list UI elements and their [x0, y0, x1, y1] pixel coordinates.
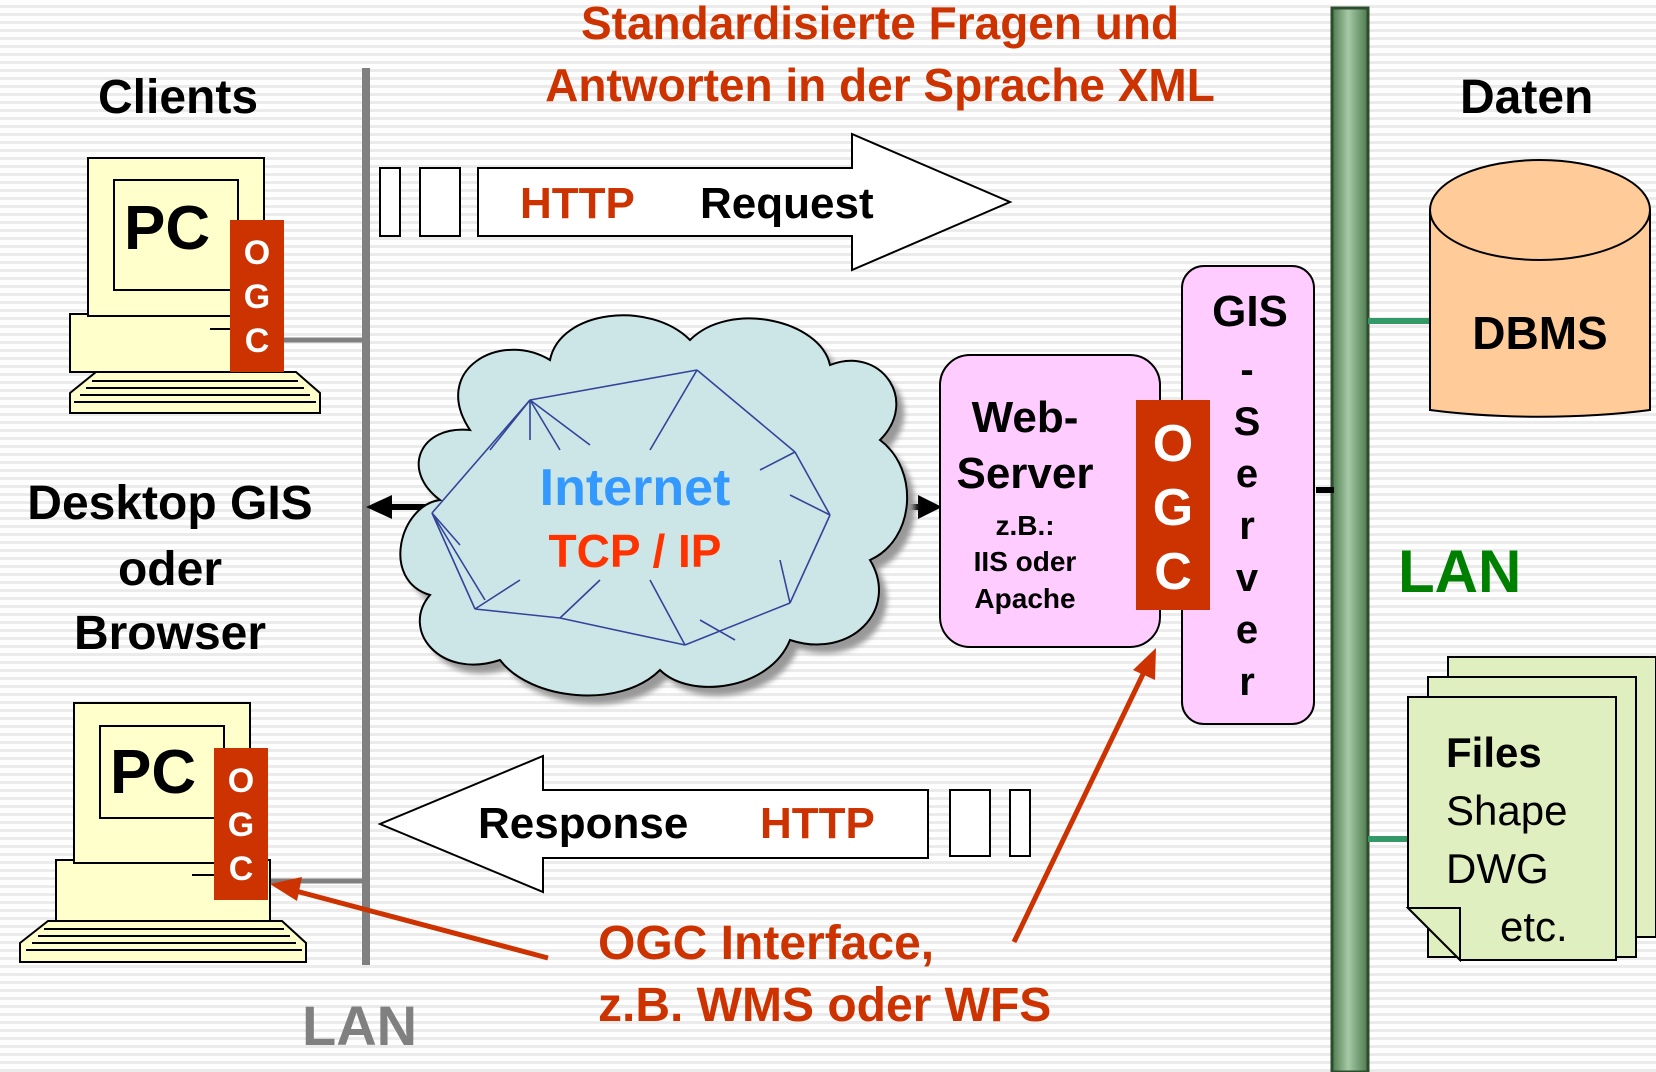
internet-label: Internet [539, 459, 731, 517]
clients-desc-line-3: Browser [73, 607, 267, 660]
dbms-label: DBMS [1472, 307, 1608, 359]
webserver-ogc-block [1136, 400, 1210, 610]
clients-desc-line-2: oder [117, 543, 222, 596]
clients-desc-line-1: Desktop GIS [27, 477, 313, 530]
pc-bottom-ogc-letter-g: G [227, 806, 255, 844]
response-protocol: HTTP [760, 799, 875, 848]
title-line-1: Standardisierte Fragen und [580, 0, 1180, 49]
gis-server-letter-4: r [1239, 504, 1255, 548]
pc-top-ogc-block [230, 220, 284, 372]
lan-bus [1330, 6, 1370, 1072]
webserver-line-1: Web- [971, 393, 1079, 442]
request-arrow [379, 132, 1013, 272]
internet-protocol: TCP / IP [548, 525, 722, 577]
pc-top-ogc-letter-g: G [243, 278, 271, 316]
gis-server-letter-2: S [1233, 400, 1261, 444]
internet-link-arrow-left [366, 495, 392, 519]
data-heading: Daten [1460, 71, 1594, 124]
webserver-note-1: z.B.: [995, 510, 1055, 541]
internet-link-arrow-right [918, 495, 942, 519]
gis-server-letter-3: e [1235, 452, 1259, 496]
gis-server-letter-5: v [1235, 556, 1259, 600]
clients-heading: Clients [98, 71, 259, 124]
request-label: Request [700, 179, 874, 228]
gis-server-letter-6: e [1235, 608, 1259, 652]
webserver-ogc-letter-o: O [1152, 415, 1194, 473]
files-line-2: DWG [1446, 845, 1549, 892]
files-title: Files [1446, 729, 1542, 776]
ogc-interface-line-1: OGC Interface, [598, 917, 935, 970]
webserver-ogc-letter-c: C [1154, 543, 1192, 601]
lan-left-label: LAN [302, 994, 418, 1057]
files-line-3: etc. [1500, 903, 1568, 950]
pc-top-icon [69, 157, 321, 414]
ogc-interface-arrows [270, 648, 1156, 961]
pc-top-label: PC [124, 194, 211, 263]
request-protocol: HTTP [520, 179, 635, 228]
response-arrow [377, 754, 1031, 894]
network-lines [431, 369, 831, 646]
gis-server-line-1: GIS [1212, 287, 1288, 336]
pc-bottom-label: PC [110, 738, 197, 807]
gis-server-letter-1: - [1240, 348, 1254, 392]
pc-bottom-ogc-letter-c: C [228, 850, 254, 888]
webserver-note-2: IIS oder [973, 546, 1077, 577]
pc-bottom-ogc-letter-o: O [227, 762, 255, 800]
pc-top-ogc-letter-c: C [244, 322, 270, 360]
webserver-note-3: Apache [974, 583, 1076, 614]
webserver-line-2: Server [956, 449, 1094, 498]
gis-server-letter-7: r [1239, 660, 1255, 704]
title-line-2: Antworten in der Sprache XML [545, 59, 1215, 111]
dbms-cylinder [1429, 159, 1651, 418]
files-stack [1405, 656, 1656, 963]
pc-top-ogc-letter-o: O [243, 234, 271, 272]
files-line-1: Shape [1446, 787, 1568, 834]
pc-bottom-ogc-block [214, 748, 268, 900]
lan-right-label: LAN [1398, 538, 1522, 605]
webserver-ogc-letter-g: G [1152, 479, 1194, 537]
response-label: Response [478, 799, 689, 848]
internet-cloud [399, 314, 916, 705]
ogc-interface-line-2: z.B. WMS oder WFS [598, 979, 1052, 1032]
